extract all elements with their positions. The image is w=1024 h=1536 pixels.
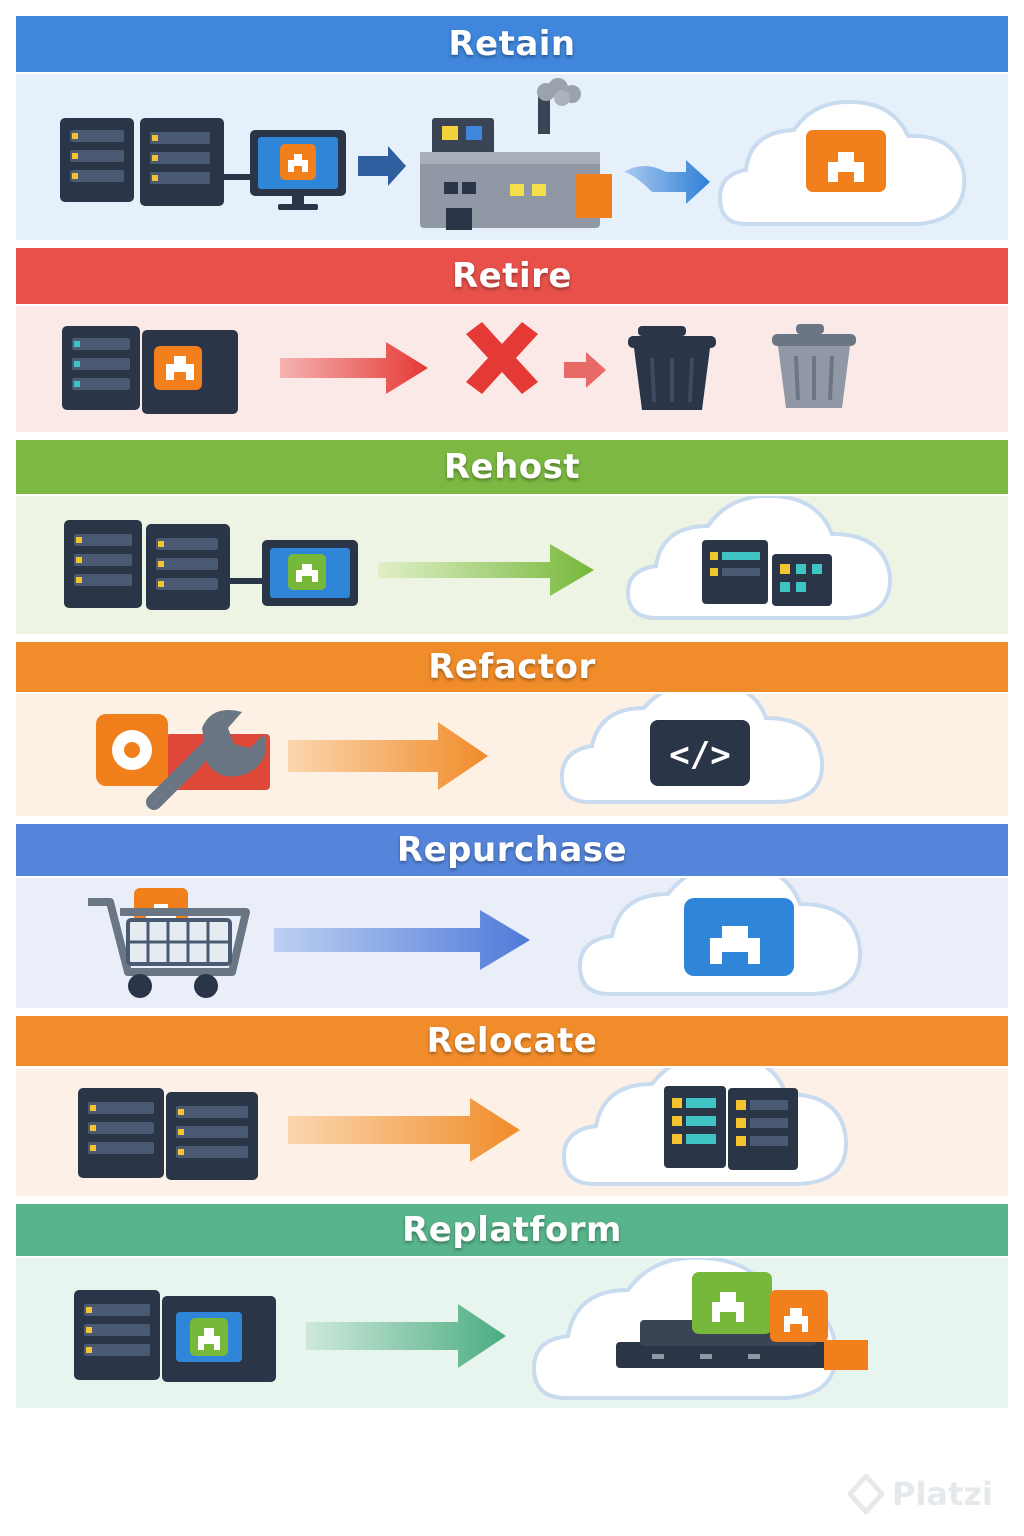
arrow-icon (306, 1304, 506, 1368)
section-title-retain: Retain (448, 24, 576, 64)
server-rack-icon (140, 118, 224, 206)
delete-x-icon (466, 322, 538, 394)
gear-wrench-icon (96, 710, 270, 810)
section-rehost: Rehost (16, 440, 1008, 634)
cloud-icon (561, 1068, 849, 1186)
section-title-rehost: Rehost (443, 447, 581, 487)
arrow-icon (274, 910, 530, 970)
section-replatform: Replatform (16, 1204, 1008, 1408)
section-header-refactor: Refactor (16, 642, 1008, 692)
section-panel-relocate (16, 1068, 1008, 1196)
section-retire: Retire (16, 248, 1008, 432)
arrow-icon (564, 352, 606, 388)
arrow-icon (378, 544, 594, 596)
server-rack-icon (62, 326, 140, 410)
platzi-watermark: Platzi (848, 1472, 993, 1516)
rehost-diagram (64, 496, 893, 620)
code-symbol: </> (669, 735, 730, 775)
arrow-icon (280, 342, 428, 394)
arrow-icon (288, 1098, 520, 1162)
server-rack-icon (74, 1290, 160, 1380)
section-relocate: Relocate (16, 1016, 1008, 1196)
trash-can-empty-icon (772, 324, 856, 408)
shopping-cart-icon (88, 888, 250, 998)
section-panel-rehost (16, 496, 1008, 634)
platzi-brand: Platzi (892, 1475, 993, 1513)
server-app-icon (162, 1296, 276, 1382)
arrow-icon (358, 146, 406, 186)
section-panel-retain (16, 74, 1008, 240)
platzi-logo-icon (848, 1474, 884, 1514)
monitor-icon (250, 130, 346, 210)
factory-icon (420, 78, 612, 230)
section-title-repurchase: Repurchase (396, 830, 628, 870)
section-title-relocate: Relocate (426, 1021, 598, 1061)
server-rack-icon (64, 520, 142, 608)
monitor-icon (262, 540, 358, 606)
section-title-retire: Retire (452, 256, 572, 296)
section-panel-retire (16, 306, 1008, 432)
section-repurchase: Repurchase (16, 824, 1008, 1008)
replatform-diagram (74, 1258, 868, 1400)
relocate-diagram (78, 1068, 849, 1186)
arrow-icon (624, 160, 710, 204)
server-app-icon (142, 330, 238, 414)
section-title-refactor: Refactor (428, 647, 596, 687)
cloud-icon (531, 1258, 868, 1400)
cloud-icon: </> (559, 694, 825, 804)
trash-can-full-icon (628, 326, 716, 410)
section-header-replatform: Replatform (16, 1204, 1008, 1256)
cloud-icon (625, 496, 893, 620)
section-header-retain: Retain (16, 16, 1008, 72)
section-panel-repurchase (16, 878, 1008, 1008)
section-retain: Retain (16, 16, 1008, 240)
cloud-icon (577, 878, 863, 996)
section-header-retire: Retire (16, 248, 1008, 304)
section-header-rehost: Rehost (16, 440, 1008, 494)
section-title-replatform: Replatform (402, 1210, 622, 1250)
arrow-icon (288, 722, 488, 790)
section-panel-replatform (16, 1258, 1008, 1408)
server-rack-icon (60, 118, 134, 202)
repurchase-diagram (88, 878, 863, 998)
section-panel-refactor: </> (16, 694, 1008, 816)
refactor-diagram: </> (96, 694, 825, 810)
server-rack-icon (78, 1088, 164, 1178)
section-refactor: Refactor </> (16, 642, 1008, 816)
cloud-icon (717, 99, 967, 226)
retain-diagram (60, 78, 967, 230)
section-header-relocate: Relocate (16, 1016, 1008, 1066)
section-header-repurchase: Repurchase (16, 824, 1008, 876)
retire-diagram (62, 322, 856, 414)
server-rack-icon (146, 524, 230, 610)
server-rack-icon (166, 1092, 258, 1180)
